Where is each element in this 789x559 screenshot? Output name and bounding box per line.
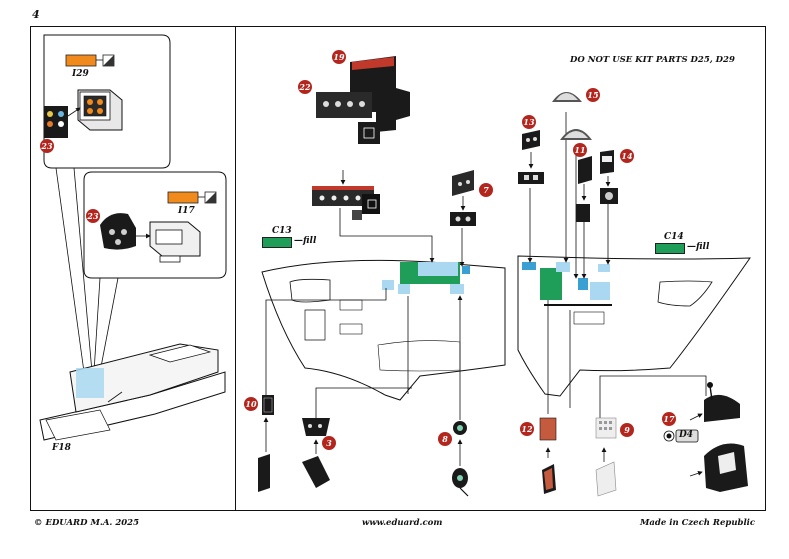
step-badge-3: 3: [322, 436, 336, 450]
label-i17: I17: [178, 206, 195, 216]
footer-website: www.eduard.com: [362, 518, 443, 528]
photoetch-panel-23: [44, 106, 81, 138]
step-badge-10: 11: [573, 143, 587, 157]
green-swatch-c13: [262, 237, 292, 248]
photoetch-panel-12: [539, 417, 557, 494]
label-c14: C14: [664, 232, 684, 242]
footer-copyright: © EDUARD M.A. 2025: [34, 518, 139, 528]
photoetch-panel-22: [100, 213, 151, 250]
photoetch-panel-7: [450, 170, 476, 226]
i29-box-part: [77, 89, 123, 131]
step-badge-18: 19: [332, 50, 346, 64]
step-badge-13: 13: [522, 115, 536, 129]
photoetch-panel-14: [600, 150, 618, 204]
footer-origin: Made in Czech Republic: [640, 518, 756, 528]
photoetch-part-8: [452, 421, 469, 497]
step-badge-22: 23: [86, 209, 100, 223]
i17-box-part: [149, 221, 201, 263]
photoetch-panel-13: [518, 130, 544, 184]
label-i29: I29: [72, 69, 89, 79]
photoetch-panel-9: [595, 417, 617, 497]
left-wall-leaders: [265, 170, 465, 420]
right-cockpit-wall: [517, 255, 751, 397]
photoetch-part-17: [689, 382, 748, 492]
green-swatch-c14: [655, 243, 685, 254]
step-badge-12: 12: [520, 422, 534, 436]
step-badge-11: 10: [244, 397, 258, 411]
step-badge-23: 23: [40, 139, 54, 153]
step-badge-15: 15: [586, 88, 600, 102]
photoetch-part-15: [552, 92, 592, 140]
fill-label-c14: —fill: [687, 242, 710, 252]
photoetch-panel-11: [258, 395, 274, 492]
page-frame: [30, 26, 766, 511]
step-badge-8: 8: [438, 432, 452, 446]
photoetch-panel-3: [302, 418, 330, 488]
kit-parts-notice: DO NOT USE KIT PARTS D25, D29: [570, 55, 735, 65]
i17-swatch-group: [167, 191, 217, 204]
label-c13: C13: [272, 226, 292, 236]
instrument-panel-assembled: [312, 186, 380, 220]
label-f18: F18: [52, 443, 71, 453]
step-badge-19: 22: [298, 80, 312, 94]
step-badge-17: 17: [662, 412, 676, 426]
step-badge-7: 7: [479, 183, 493, 197]
d4-part-ref: [663, 429, 699, 443]
left-cockpit-wall: [261, 259, 506, 401]
label-d4: D4: [679, 430, 694, 440]
floor-assembly: [39, 343, 226, 441]
fill-label-c13: —fill: [294, 236, 317, 246]
photoetch-panel-10: [576, 156, 592, 222]
step-badge-9: 9: [620, 423, 634, 437]
photoetch-panel-18-19: [316, 56, 410, 144]
step-badge-14: 14: [620, 149, 634, 163]
i29-swatch-group: [65, 54, 115, 67]
page-number: 4: [32, 8, 40, 21]
frame-divider: [235, 26, 237, 511]
